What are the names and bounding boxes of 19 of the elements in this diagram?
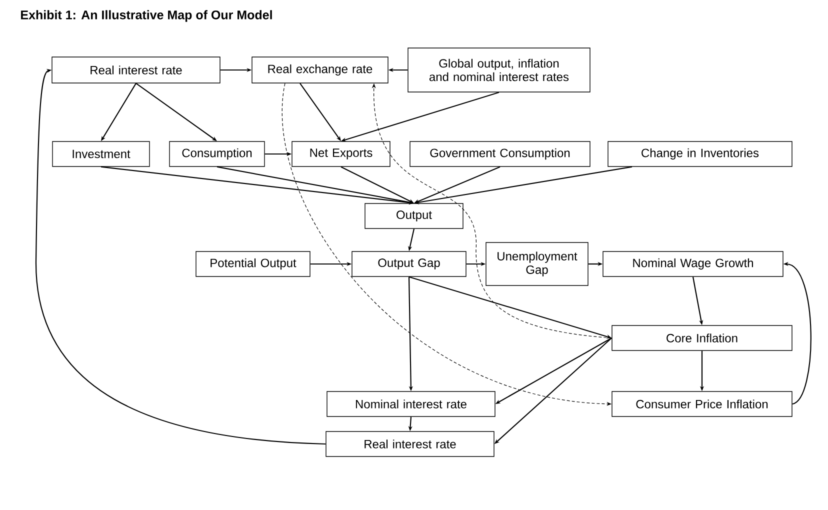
- model-box: Change in Inventories: [608, 141, 792, 167]
- model-box: Nominal Wage Growth: [602, 251, 784, 277]
- model-box: Output Gap: [352, 251, 466, 277]
- model-box: Real exchange rate: [252, 56, 388, 84]
- model-box: Investment: [52, 141, 150, 167]
- model-box: Government Consumption: [410, 141, 590, 167]
- title: Exhibit 1: An Illustrative Map of Our Model: [21, 10, 272, 22]
- model-box: Net Exports: [292, 141, 390, 167]
- model-box: Nominal interest rate: [326, 391, 496, 417]
- model-box: Potential Output: [196, 251, 310, 277]
- model-box: Output: [364, 203, 464, 229]
- model-box: Real interest rate: [52, 56, 220, 84]
- model-box: Consumer Price Inflation: [612, 391, 792, 417]
- model-box: Unemployment Gap: [486, 242, 588, 286]
- model-box: Core Inflation: [612, 325, 792, 351]
- arrow: [35, 68, 326, 445]
- model-box: Consumption: [169, 141, 265, 167]
- model-box: Global output, inflation and nominal interest rates: [408, 48, 590, 92]
- model-box: Real interest rate: [326, 431, 494, 457]
